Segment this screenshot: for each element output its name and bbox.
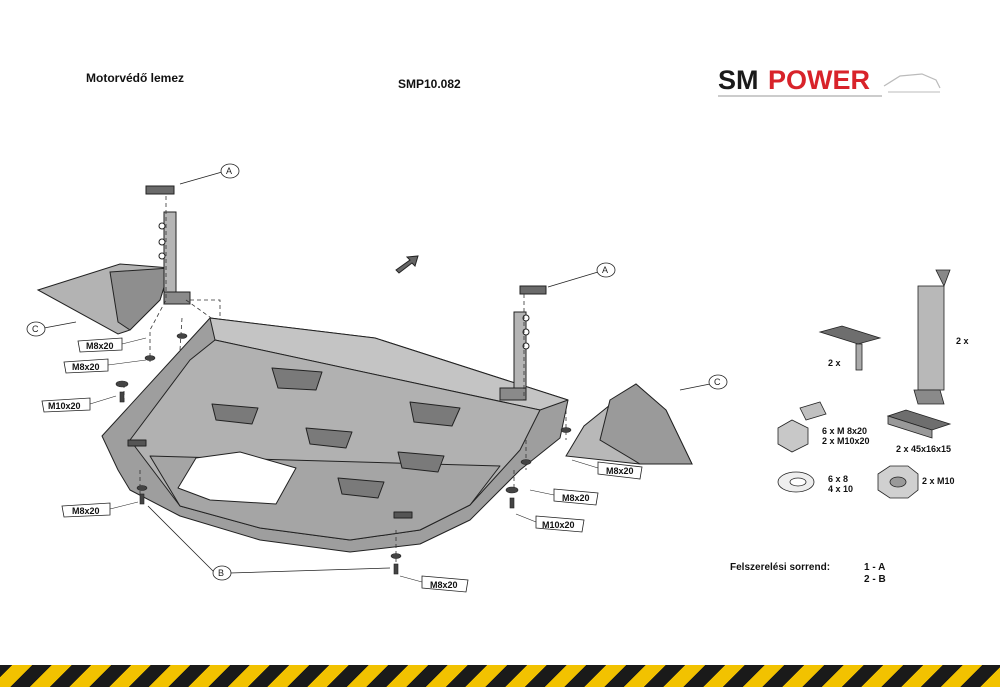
svg-text:C: C (32, 324, 39, 334)
bolt-label-r1: M8x20 (606, 466, 634, 476)
callout-a2: A (547, 262, 616, 288)
bolt-label-l2: M8x20 (72, 362, 100, 372)
washers-line-2: 4 x 10 (828, 484, 853, 494)
skid-plate (101, 317, 569, 553)
sequence-step-1: 1 - A (864, 562, 886, 573)
bolt-label-r4: M8x20 (430, 580, 458, 590)
callout-c2: C (679, 374, 728, 391)
callout-a1: A (179, 163, 240, 185)
callout-c1: C (26, 321, 77, 337)
sequence-step-2: 2 - B (864, 574, 886, 585)
washers-line-1: 6 x 8 (828, 474, 848, 484)
part-code: SMP10.082 (398, 77, 461, 91)
hazard-stripe-footer (0, 665, 1000, 687)
bolt-label-r3: M10x20 (542, 520, 575, 530)
logo-power: POWER (768, 65, 870, 95)
left-mount-bracket (145, 185, 191, 305)
bolt-label-l4: M8x20 (72, 506, 100, 516)
bolts-line-2: 2 x M10x20 (822, 436, 870, 446)
clamp-qty: 2 x (828, 358, 841, 368)
smpower-logo: SM POWER (718, 65, 941, 97)
direction-arrow (395, 255, 419, 274)
logo-car-outline (883, 73, 941, 89)
svg-text:C: C (714, 377, 721, 387)
callout-b: B (147, 505, 391, 581)
svg-text:A: A (226, 166, 232, 176)
bolt-label-l1: M8x20 (86, 341, 114, 351)
logo-sm: SM (718, 65, 759, 95)
document-title: Motorvédő lemez (86, 71, 185, 85)
bolts-line-1: 6 x M 8x20 (822, 426, 867, 436)
svg-text:B: B (218, 568, 224, 578)
bracket-qty: 2 x (956, 336, 969, 346)
nuts-qty: 2 x M10 (922, 476, 955, 486)
right-mount-bracket (499, 285, 547, 401)
sequence-label: Felszerelési sorrend: (730, 562, 831, 573)
svg-text:A: A (602, 265, 608, 275)
bolt-label-r2: M8x20 (562, 493, 590, 503)
bolt-label-l3: M10x20 (48, 401, 81, 411)
plate-qty: 2 x 45x16x15 (896, 444, 951, 454)
parts-list (777, 269, 952, 499)
